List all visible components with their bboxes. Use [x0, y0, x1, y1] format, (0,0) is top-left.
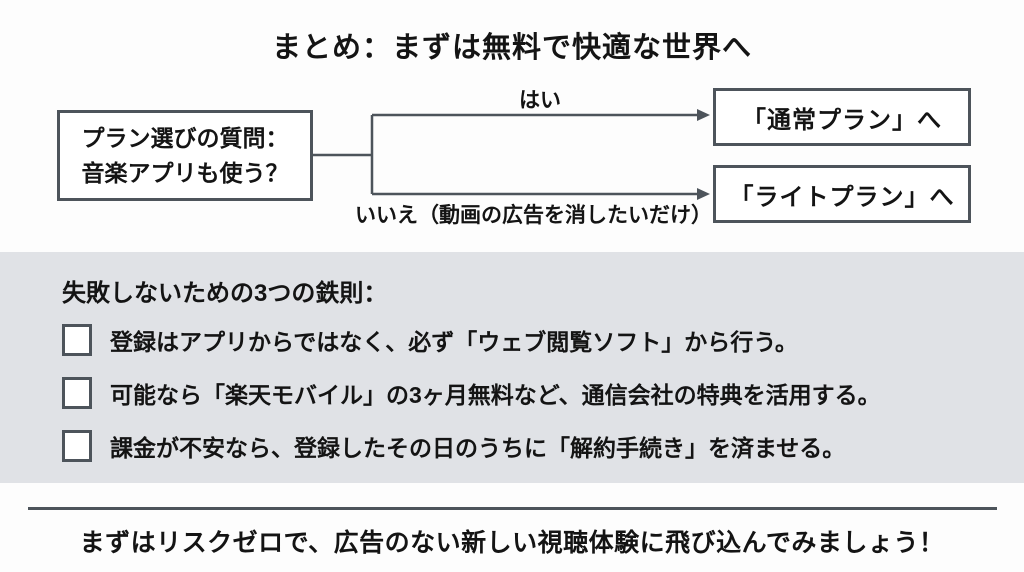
rule-checkbox-3[interactable] — [62, 430, 92, 462]
flowchart-node-normal-plan: 「通常プラン」へ — [713, 88, 971, 146]
light-plan-label: 「ライトプラン」へ — [729, 183, 955, 211]
rule-text-3: 課金が不安なら、登録したその日のうちに「解約手続き」を済ませる。 — [110, 435, 846, 461]
branch-label-no: いいえ（動画の広告を消したいだけ） — [355, 204, 712, 227]
rule-checkbox-2[interactable] — [62, 377, 92, 409]
rule-item: 課金が不安なら、登録したその日のうちに「解約手続き」を済ませる。 — [62, 426, 845, 466]
rules-panel: 失敗しないための3つの鉄則： 登録はアプリからではなく、必ず「ウェブ閲覧ソフト」… — [0, 252, 1024, 483]
branch-label-yes: はい — [519, 89, 561, 112]
rule-checkbox-1[interactable] — [62, 324, 92, 356]
flowchart-node-light-plan: 「ライトプラン」へ — [713, 165, 971, 223]
rule-item: 可能なら「楽天モバイル」の3ヶ月無料など、通信会社の特典を活用する。 — [62, 373, 881, 413]
rule-item: 登録はアプリからではなく、必ず「ウェブ閲覧ソフト」から行う。 — [62, 320, 798, 360]
rules-heading: 失敗しないための3つの鉄則： — [62, 280, 388, 307]
rule-text-1: 登録はアプリからではなく、必ず「ウェブ閲覧ソフト」から行う。 — [110, 329, 798, 355]
rule-text-2: 可能なら「楽天モバイル」の3ヶ月無料など、通信会社の特典を活用する。 — [110, 382, 881, 408]
footer-message: まずはリスクゼロで、広告のない新しい視聴体験に飛び込んでみましょう！ — [79, 529, 945, 557]
question-text: プラン選びの質問： 音楽アプリも使う？ — [82, 121, 289, 190]
flowchart-question-node: プラン選びの質問： 音楽アプリも使う？ — [57, 110, 313, 201]
question-line-2: 音楽アプリも使う？ — [81, 159, 289, 186]
question-line-1: プラン選びの質問： — [81, 125, 289, 151]
normal-plan-label: 「通常プラン」へ — [742, 106, 942, 134]
footer-divider — [28, 507, 997, 510]
page-title: まとめ：まずは無料で快適な世界へ — [271, 32, 752, 64]
